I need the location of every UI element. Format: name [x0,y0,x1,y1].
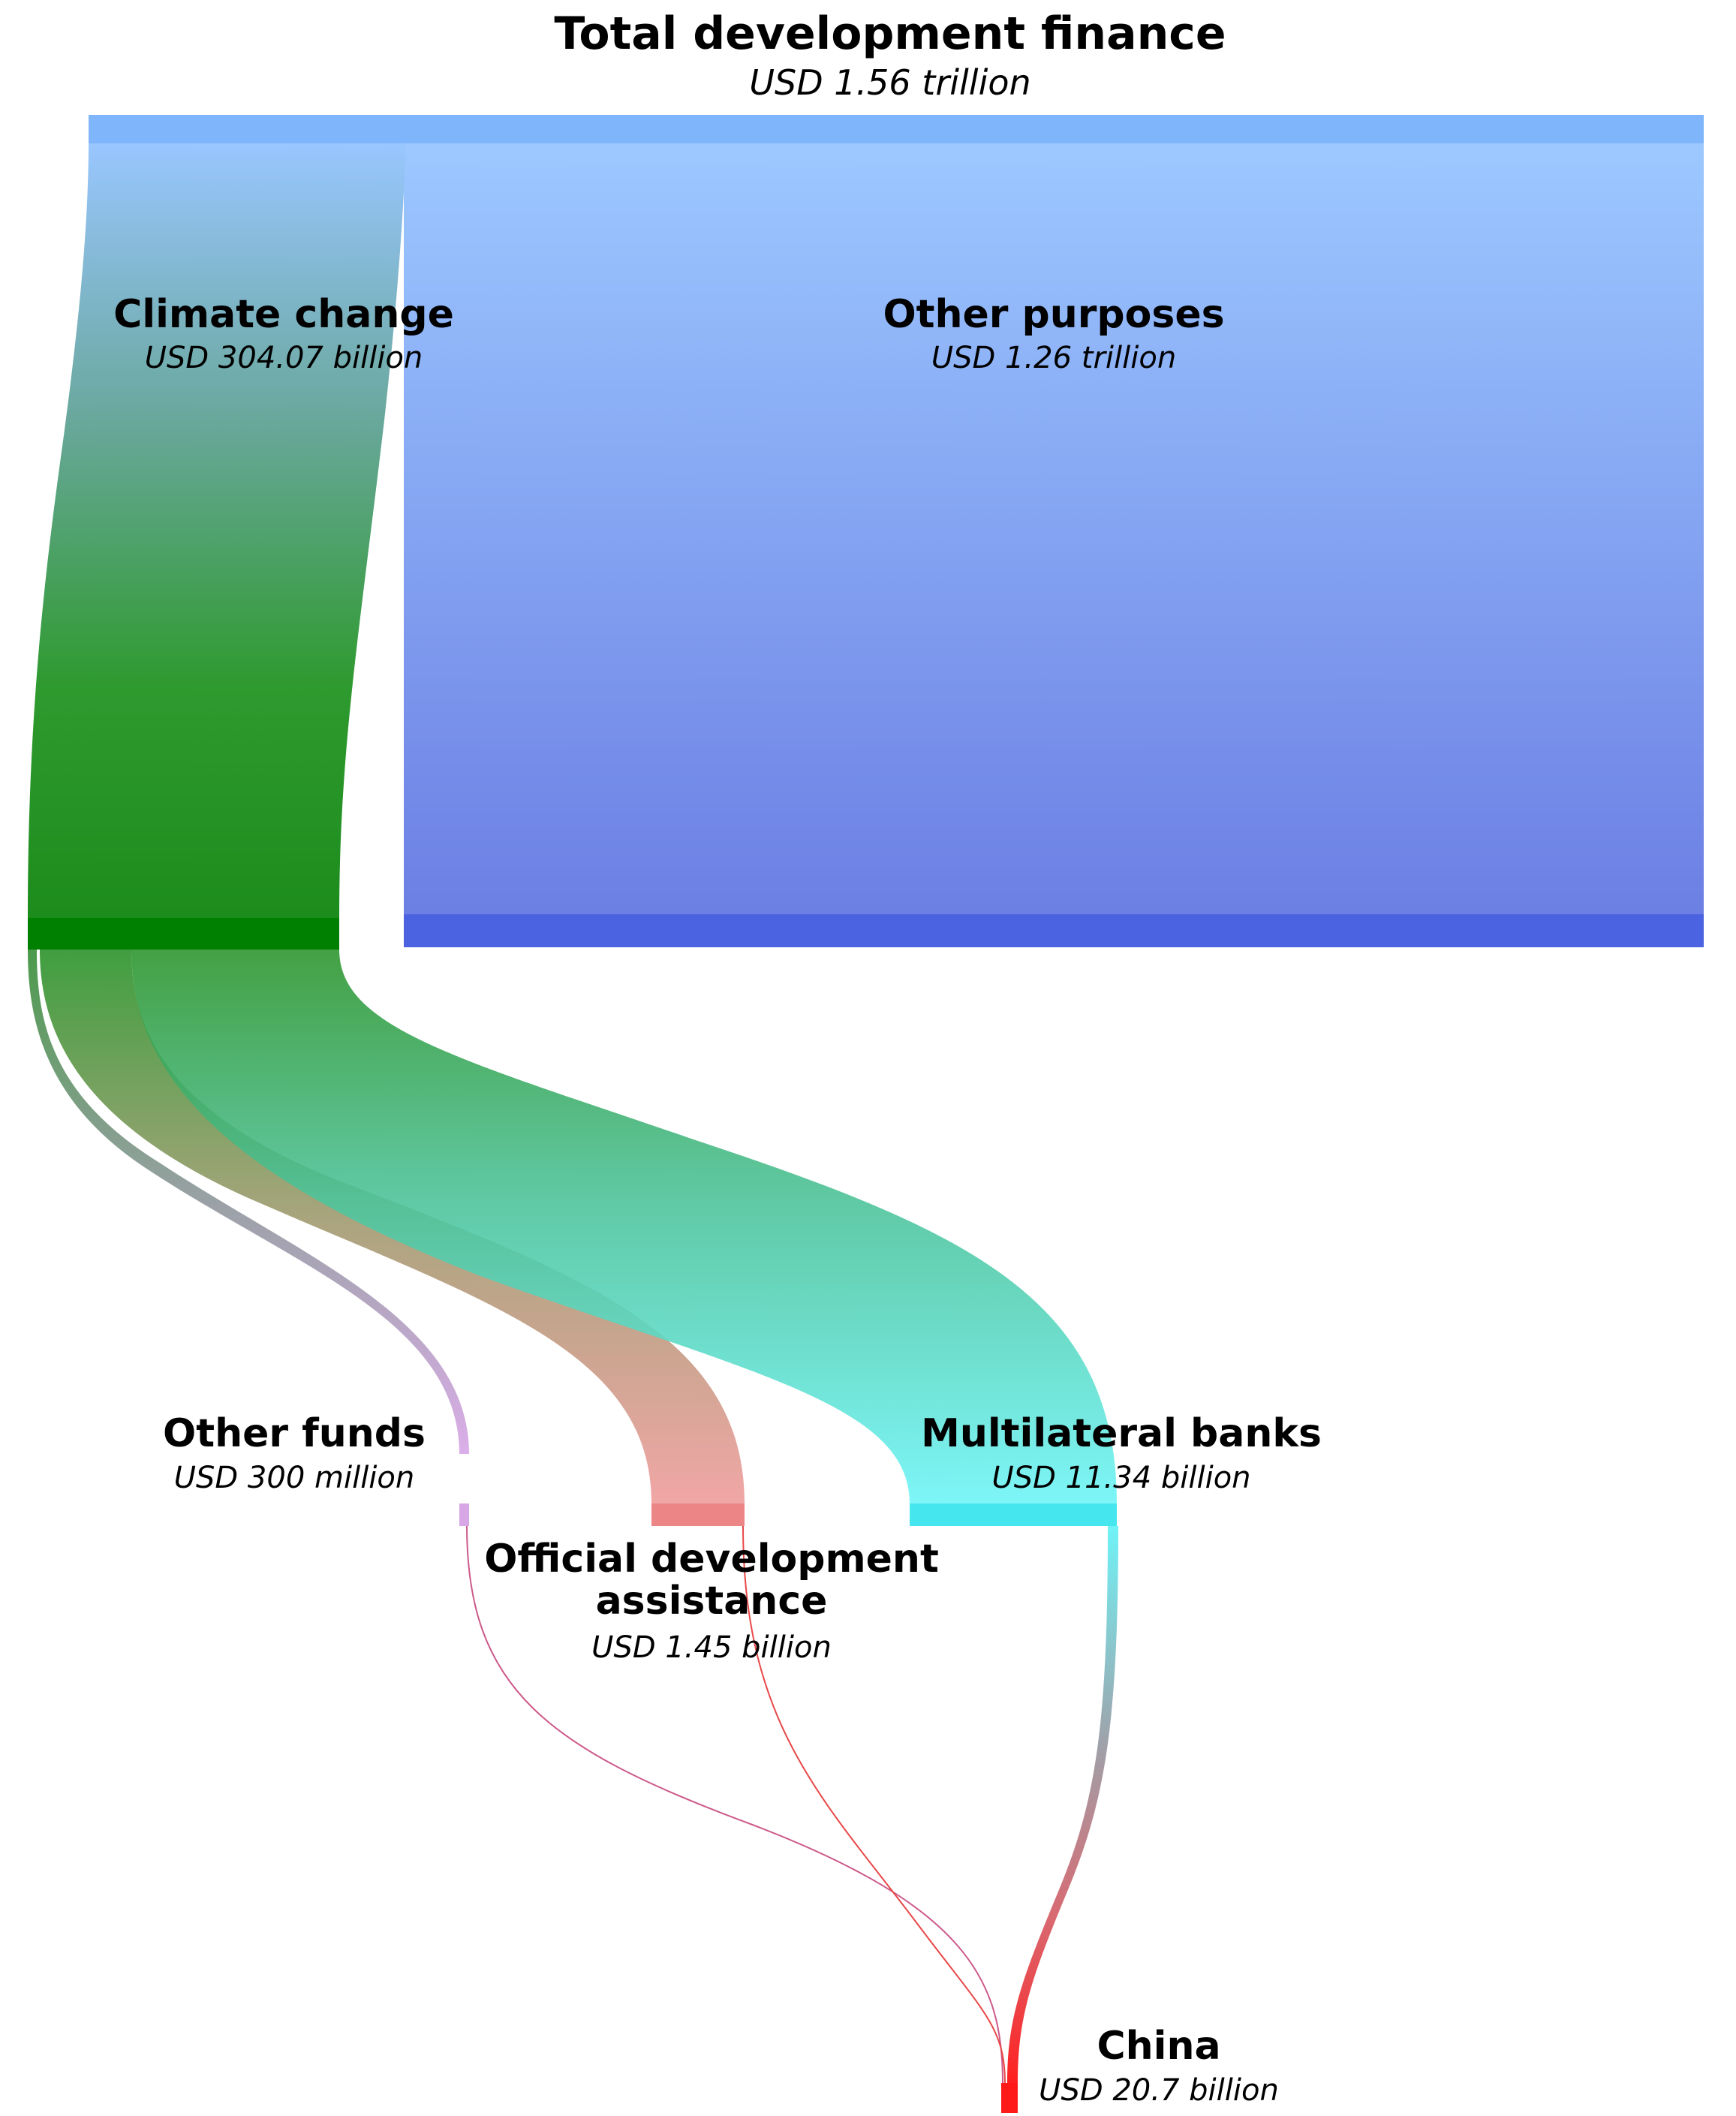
climate-label: Climate change [113,292,454,337]
flow-climate-to-multilateral [131,950,1117,1503]
diagram-title: Total development finance [554,8,1226,60]
china-node-bar [1001,2083,1018,2113]
china-label: China [1097,2024,1220,2069]
flow-other-funds-to-china [466,1525,1003,2084]
climate-value: USD 304.07 billion [145,341,423,375]
flow-total-to-climate [28,143,405,918]
diagram-subtitle: USD 1.56 trillion [749,62,1030,103]
other-funds-label: Other funds [163,1411,426,1456]
multilateral-node-bar [910,1503,1117,1526]
other-funds-node-bar [459,1503,469,1526]
oda-label-line2: assistance [596,1579,828,1624]
other-purposes-node-bar [404,914,1704,947]
other-purposes-value: USD 1.26 trillion [931,341,1176,375]
oda-node-bar [651,1503,745,1526]
multilateral-value: USD 11.34 billion [991,1461,1250,1495]
other-funds-value: USD 300 million [174,1461,415,1495]
other-purposes-label: Other purposes [883,292,1224,337]
oda-label-line1: Official development [484,1537,939,1582]
total-node-bar [89,115,1704,143]
flow-multilateral-to-china [1007,1526,1118,2083]
flow-total-to-other-purposes [404,143,1704,914]
multilateral-label: Multilateral banks [921,1411,1322,1456]
climate-node-bar [28,918,339,950]
flow-oda-to-china [742,1525,1006,2084]
oda-value: USD 1.45 billion [591,1630,832,1665]
china-value: USD 20.7 billion [1039,2073,1279,2108]
